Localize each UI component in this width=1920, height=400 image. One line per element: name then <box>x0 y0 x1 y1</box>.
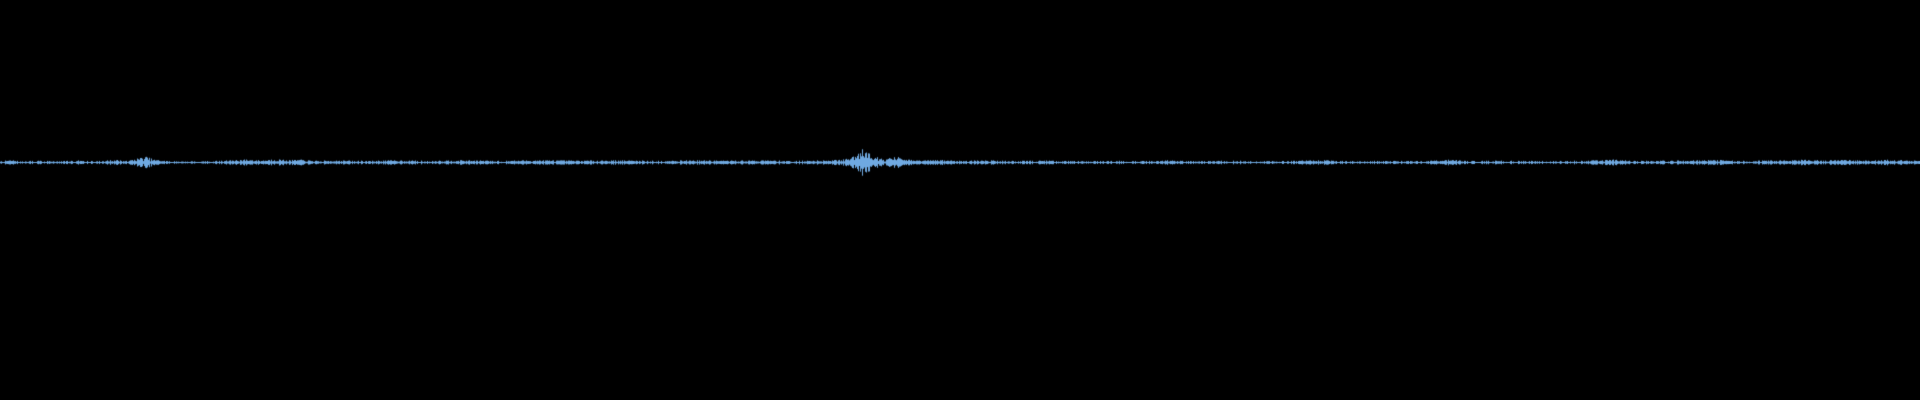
waveform-panel <box>0 0 1920 400</box>
audio-waveform-canvas <box>0 0 1920 400</box>
